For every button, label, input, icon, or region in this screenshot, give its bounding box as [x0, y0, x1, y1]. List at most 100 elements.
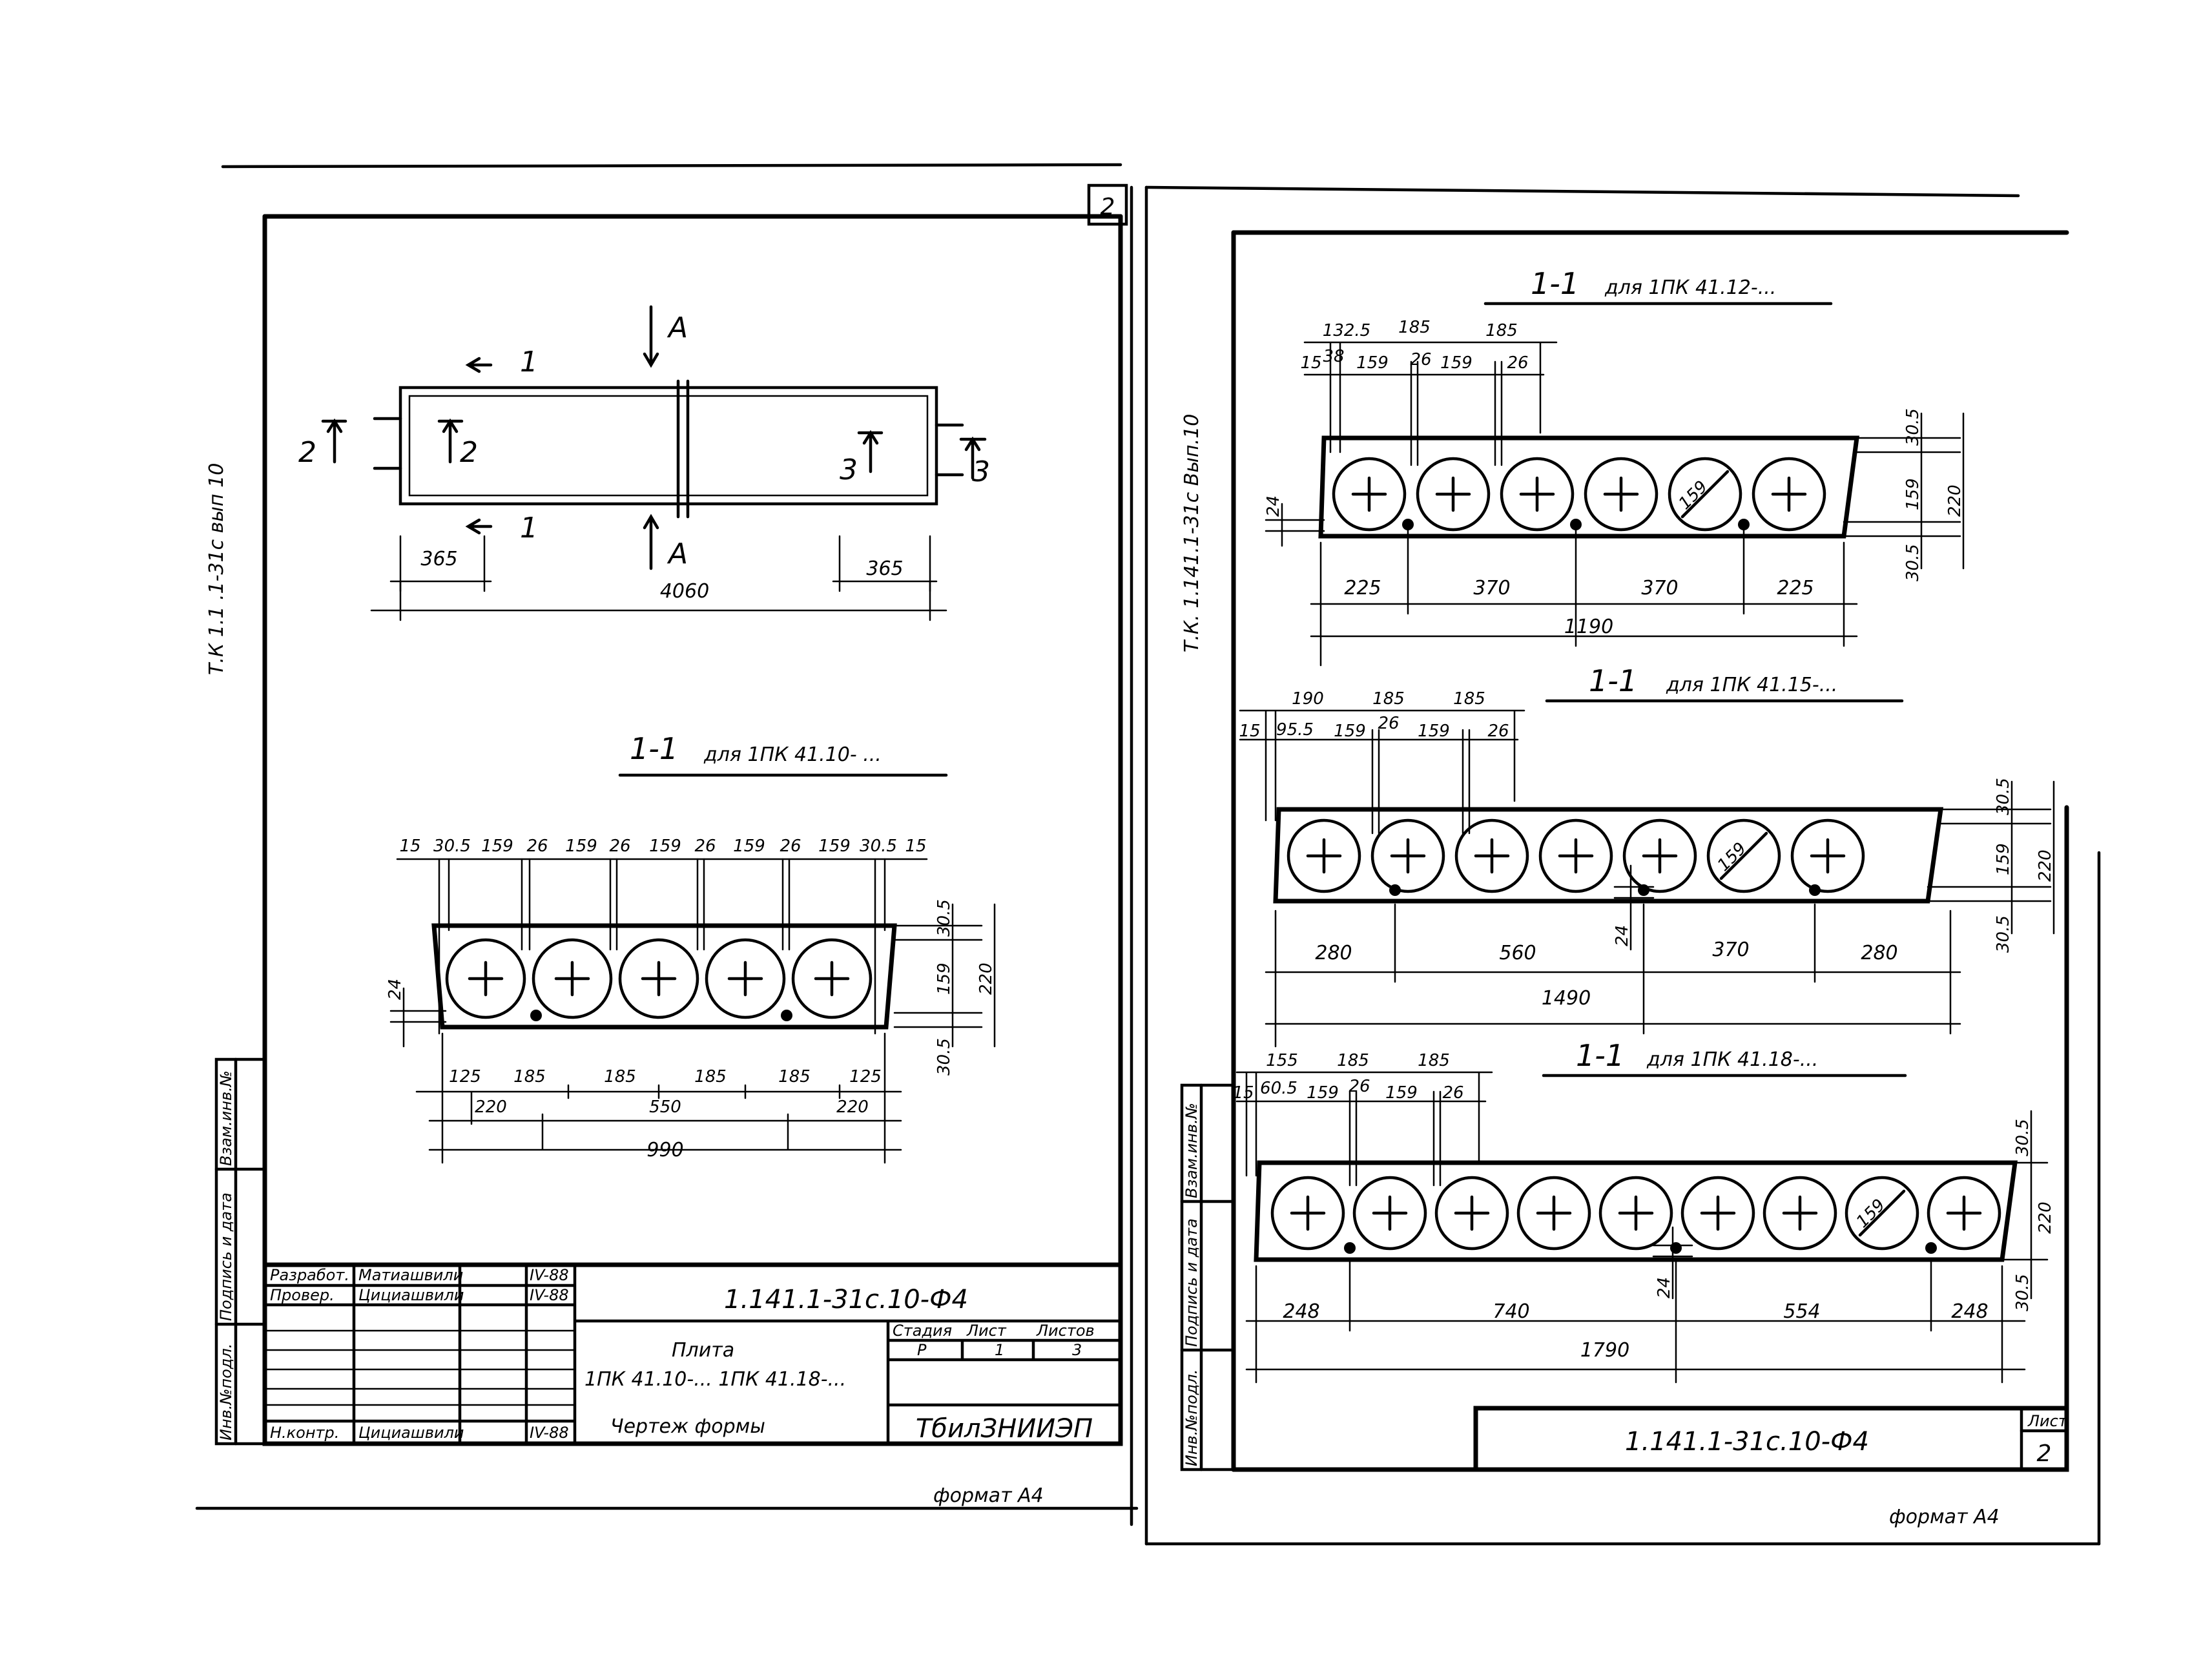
dim: 220: [977, 962, 996, 995]
section-arrow-a: [643, 305, 659, 368]
dim: 159: [1418, 722, 1450, 741]
section-arrow: [465, 357, 493, 373]
dim: 220: [836, 1097, 869, 1117]
lifting-point: [1389, 884, 1401, 896]
dim: 185: [1372, 689, 1405, 709]
section-title-text: для 1ПК 41.10- ...: [703, 743, 882, 766]
stamp-replace: Взам.инв.№: [1183, 1103, 1201, 1198]
top-dim-lines: [1235, 1071, 1493, 1187]
dim-total: 990: [646, 1139, 683, 1161]
dim: 26: [526, 837, 548, 856]
section-1pk41-18: 1-1 для 1ПК 41.18-... 159 155 185 185 15…: [1232, 1038, 2055, 1384]
dim: 159: [649, 837, 681, 856]
tb-date: IV-88: [530, 1286, 569, 1304]
left-dim-lines: [1613, 864, 1655, 951]
sheet-number: 2: [2037, 1440, 2052, 1467]
tb-name: Цициашвили: [358, 1286, 464, 1304]
dim: 185: [778, 1067, 811, 1086]
stamp-signature: Подпись и дата: [217, 1192, 235, 1321]
dim: 26: [1487, 722, 1509, 741]
left-dim-lines: [1265, 503, 1325, 547]
section-title-text: для 1ПК 41.18-...: [1646, 1048, 1818, 1071]
left-sheet: 2 Т.К 1.1 .1-31с вып 10 1 1 A A 2 2 3: [195, 163, 1139, 1526]
dim: 159: [1385, 1083, 1418, 1103]
dim: 30.5: [860, 837, 897, 856]
dim: 30.5: [433, 837, 471, 856]
side-stamp-frame: [214, 1057, 267, 1446]
dim: 185: [694, 1067, 727, 1086]
section-arrow-a: [643, 514, 659, 570]
section-label-2: 2: [298, 436, 316, 469]
void-circle: [618, 938, 699, 1019]
dim: 159: [1334, 722, 1366, 741]
dim: 30.5: [2013, 1274, 2032, 1311]
dim: 38: [1323, 347, 1344, 366]
dim: 26: [609, 837, 630, 856]
section-title-num: 1-1: [1576, 1038, 1624, 1073]
dim: 370: [1641, 577, 1678, 599]
dim: 280: [1315, 942, 1352, 964]
void-centre-marks: [1351, 470, 1807, 519]
dim: 225: [1344, 577, 1381, 599]
tb-product-name: Плита: [672, 1339, 734, 1362]
section-label-2-inner: 2: [460, 436, 478, 469]
format-label: формат А4: [933, 1484, 1044, 1507]
section-label-1: 1: [520, 346, 538, 379]
lifting-point: [1344, 1242, 1356, 1254]
title-block: Разработ. Матиашвили IV-88 Провер. Цициа…: [262, 1262, 1123, 1446]
section-1pk41-12: 1-1 для 1ПК 41.12-... 159 132.5 185 185 …: [1264, 266, 1965, 667]
void-circle: [705, 938, 786, 1019]
right-sheet: Т.К. 1.141.1-31с Вып.10 1-1 для 1ПК 41.1…: [1144, 185, 2101, 1546]
dim: 125: [449, 1067, 481, 1086]
dim: 159: [1307, 1083, 1339, 1103]
lifting-point: [1738, 519, 1750, 530]
dim: 185: [1418, 1051, 1450, 1070]
dim: 24: [1264, 495, 1283, 517]
hole-dim: 159: [1853, 1196, 1889, 1232]
tb-name: Матиашвили: [358, 1266, 463, 1284]
title-block-grid: [263, 1263, 1122, 1446]
side-label: Т.К. 1.141.1-31с Вып.10: [1181, 414, 1203, 652]
dim: 225: [1777, 577, 1814, 599]
voids: [445, 938, 873, 1019]
dim: 185: [1337, 1051, 1369, 1070]
dim: 220: [2036, 1201, 2055, 1234]
void-centre-marks: [468, 961, 850, 997]
section-label-a-bottom: A: [667, 537, 688, 570]
lifting-point: [1638, 884, 1649, 896]
dim: 740: [1493, 1300, 1529, 1323]
void-circle: [445, 938, 526, 1019]
void-circle: [1416, 457, 1491, 532]
dim: 26: [780, 837, 801, 856]
dim-365-right: 365: [866, 557, 903, 580]
void-centre-marks: [1290, 1189, 1982, 1237]
title-block-rows: [264, 1329, 576, 1406]
dim: 159: [1440, 353, 1473, 373]
void-circle: [1332, 457, 1407, 532]
dim: 248: [1283, 1300, 1319, 1323]
dim: 185: [1485, 321, 1518, 340]
format-label: формат А4: [1889, 1506, 2000, 1528]
bottom-dims: 125 185 185 185 185 125 220 550 220 990: [449, 1067, 882, 1161]
tb-name: Цициашвили: [358, 1424, 464, 1442]
stamp-inv-no: Инв.№подл.: [217, 1344, 235, 1440]
section-title-num: 1-1: [630, 731, 678, 766]
bottom-dim-lines: [1265, 903, 1961, 1048]
side-stamp: Инв.№подл. Подпись и дата Взам.инв.№: [1180, 1083, 1235, 1471]
sheet-number-box: [1087, 183, 1128, 226]
dim: 26: [1442, 1083, 1463, 1103]
dim: 30.5: [2013, 1119, 2032, 1156]
void-circle: [1762, 1176, 1837, 1251]
void-circle: [1454, 818, 1529, 893]
dim-total: 1490: [1542, 987, 1591, 1010]
dim: 24: [386, 979, 405, 1000]
dim: 30.5: [935, 1038, 954, 1076]
dim: 30.5: [1994, 915, 2013, 953]
dim: 159: [481, 837, 513, 856]
dim: 370: [1712, 939, 1749, 961]
tb-doc-code: 1.141.1-31с.10-Ф4: [724, 1285, 968, 1315]
lifting-point: [1809, 884, 1821, 896]
tb-role: Разработ.: [270, 1266, 349, 1284]
section-label-3: 3: [972, 455, 990, 488]
dim: 30.5: [1994, 778, 2013, 815]
